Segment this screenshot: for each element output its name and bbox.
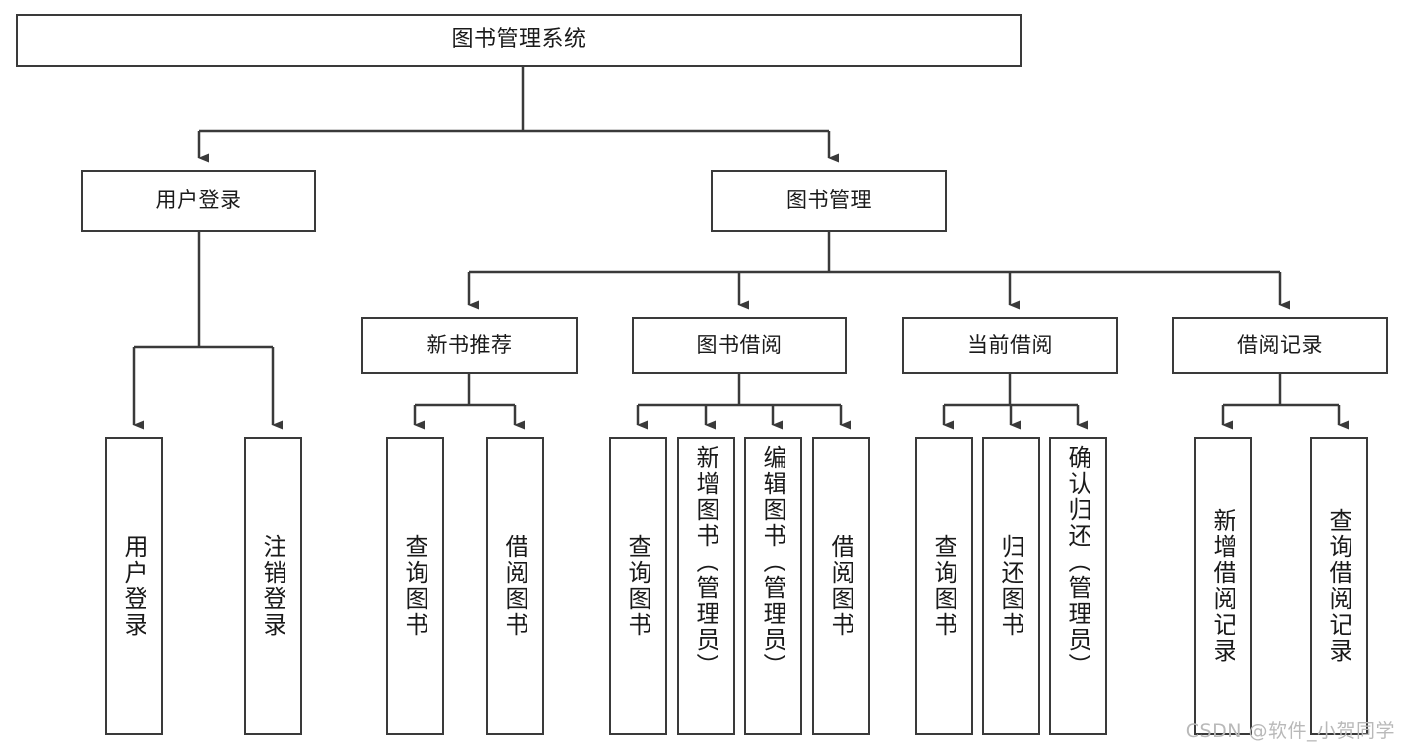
leaf-add-book-admin[interactable]: 新增图书（管理员） — [677, 437, 735, 735]
node-label: 图书借阅 — [696, 332, 783, 357]
node-label: 图书管理系统 — [451, 27, 587, 53]
leaf-add-borrow-record[interactable]: 新增借阅记录 — [1194, 437, 1252, 735]
node-label: 图书管理 — [786, 188, 872, 213]
node-label: 新书推荐 — [426, 332, 513, 357]
leaf-edit-book-admin[interactable]: 编辑图书（管理员） — [744, 437, 802, 735]
node-book-borrow[interactable]: 图书借阅 — [632, 317, 847, 374]
node-root-system[interactable]: 图书管理系统 — [16, 14, 1022, 67]
leaf-logout-login[interactable]: 注销登录 — [244, 437, 302, 735]
node-label: 查询图书 — [626, 534, 650, 638]
leaf-query-borrow-record[interactable]: 查询借阅记录 — [1310, 437, 1368, 735]
node-label: 借阅图书 — [503, 534, 527, 638]
node-current-borrow[interactable]: 当前借阅 — [902, 317, 1118, 374]
node-label: 用户登录 — [155, 188, 242, 213]
node-label: 查询图书 — [403, 534, 427, 638]
leaf-user-login[interactable]: 用户登录 — [105, 437, 163, 735]
node-label: 查询借阅记录 — [1327, 508, 1351, 664]
node-user-login[interactable]: 用户登录 — [81, 170, 316, 232]
node-label: 新增借阅记录 — [1211, 508, 1235, 664]
leaf-query-book-borrow[interactable]: 查询图书 — [609, 437, 667, 735]
node-new-book-recommend[interactable]: 新书推荐 — [361, 317, 578, 374]
node-label: 借阅记录 — [1237, 332, 1323, 357]
leaf-borrow-book-recommend[interactable]: 借阅图书 — [486, 437, 544, 735]
csdn-watermark: CSDN @软件_小贺同学 — [1185, 720, 1395, 742]
node-label: 用户登录 — [122, 534, 146, 638]
leaf-confirm-return-admin[interactable]: 确认归还（管理员） — [1049, 437, 1107, 735]
node-label: 归还图书 — [999, 534, 1023, 638]
node-label: 新增图书（管理员） — [694, 445, 718, 679]
leaf-borrow-book[interactable]: 借阅图书 — [812, 437, 870, 735]
node-label: 查询图书 — [932, 534, 956, 638]
node-borrow-record[interactable]: 借阅记录 — [1172, 317, 1388, 374]
node-label: 注销登录 — [261, 534, 285, 638]
node-book-management[interactable]: 图书管理 — [711, 170, 947, 232]
leaf-return-book[interactable]: 归还图书 — [982, 437, 1040, 735]
leaf-query-book-recommend[interactable]: 查询图书 — [386, 437, 444, 735]
node-label: 当前借阅 — [967, 332, 1053, 357]
node-label: 确认归还（管理员） — [1066, 445, 1090, 679]
leaf-query-book-current[interactable]: 查询图书 — [915, 437, 973, 735]
node-label: 借阅图书 — [829, 534, 853, 638]
node-label: 编辑图书（管理员） — [761, 445, 785, 679]
